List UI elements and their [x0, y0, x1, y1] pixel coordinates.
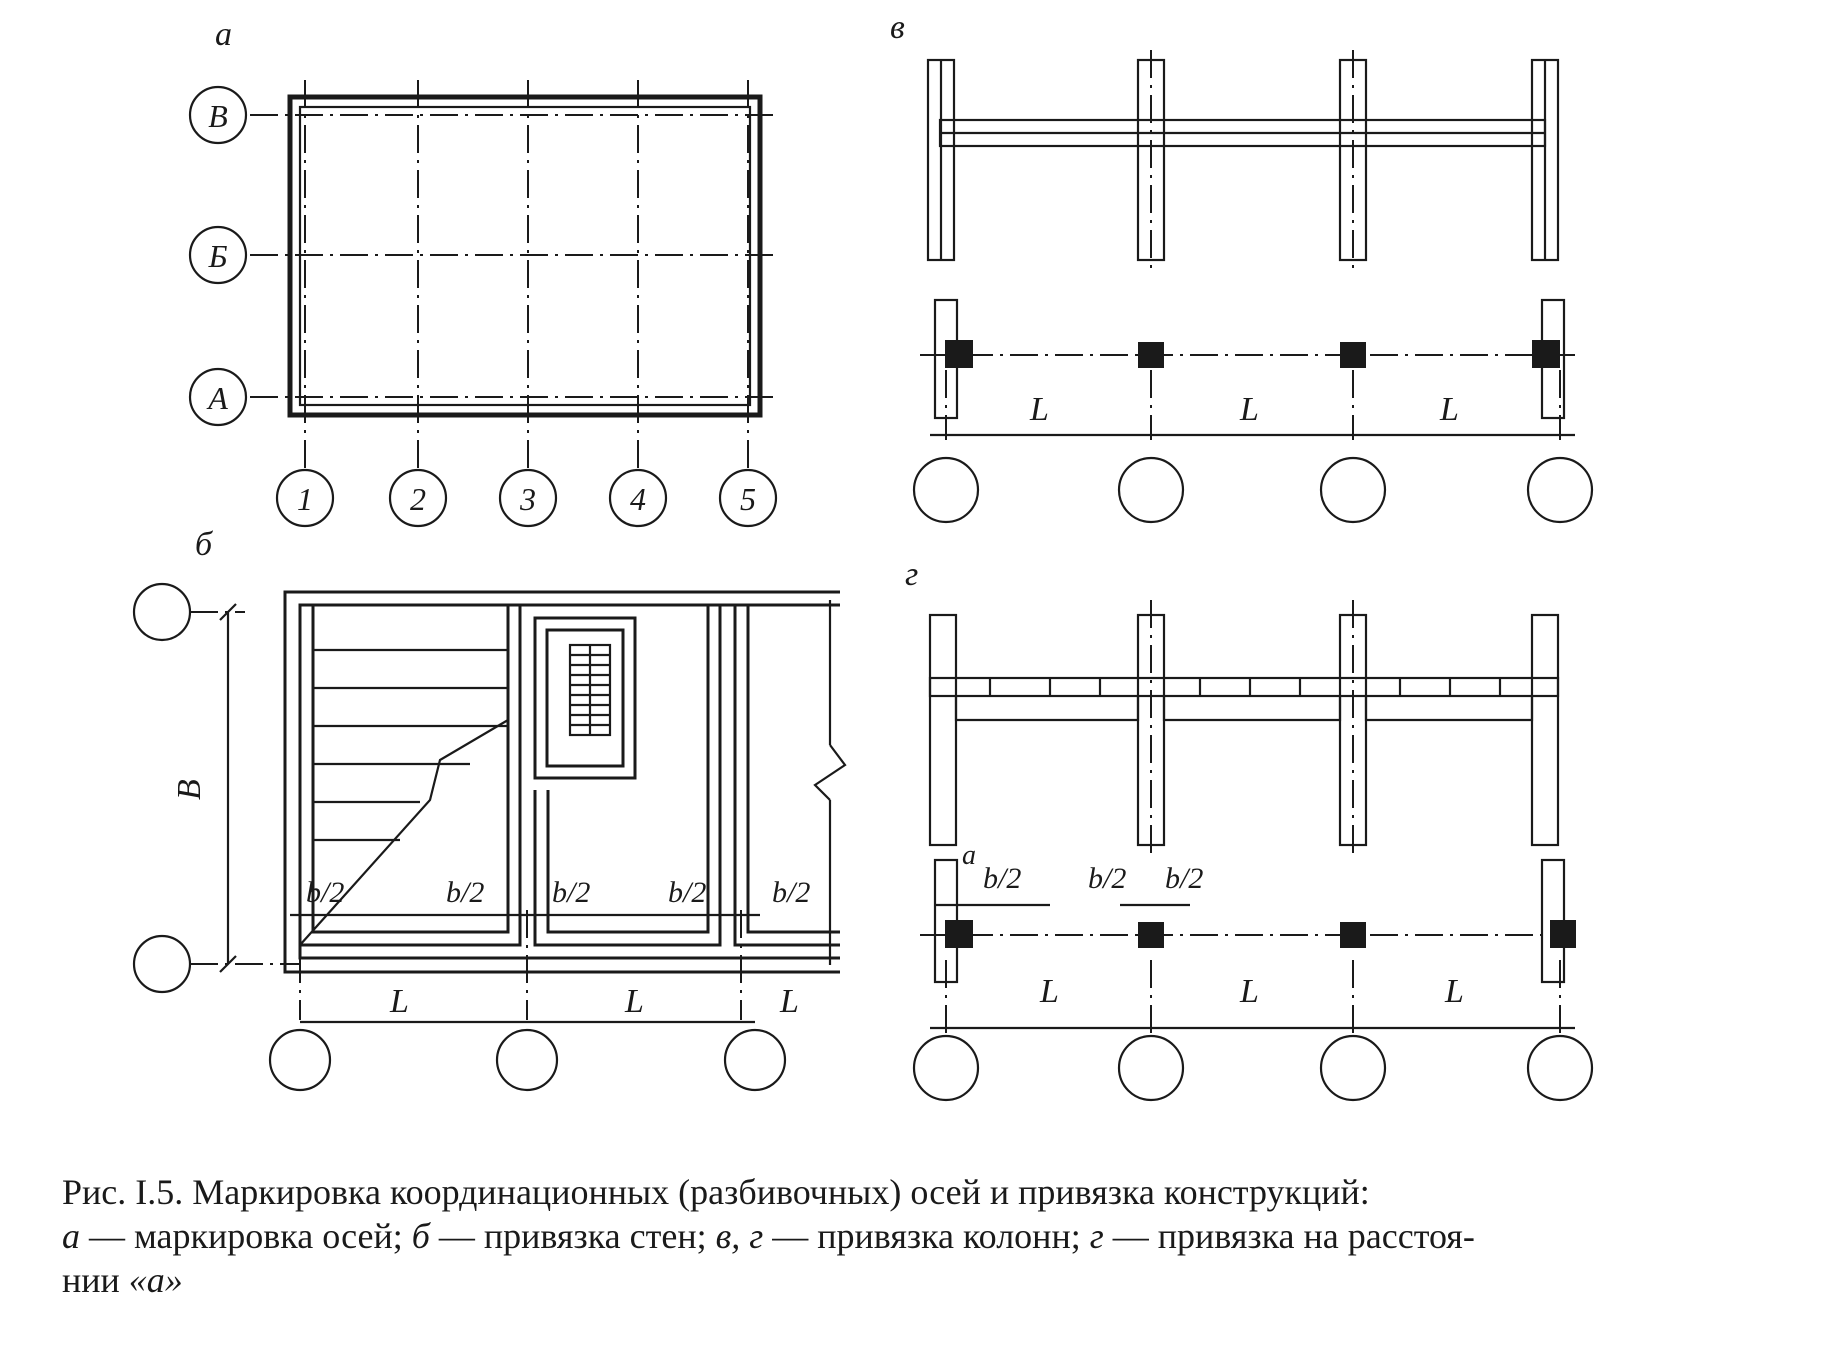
col-axis-bubble-g-1	[912, 1034, 980, 1102]
dim-tick-b-bottom	[219, 955, 237, 973]
col-dim-l-g-3: L	[1444, 973, 1464, 1010]
col-half-b-g-1: b/2	[983, 862, 1021, 895]
panel-label-b: б	[195, 526, 214, 563]
axis-bubble-v	[188, 85, 248, 145]
caption-line-2: а — маркировка осей; б — привязка стен; …	[62, 1216, 1475, 1256]
col-dim-l-v-3: L	[1439, 391, 1459, 428]
wall-half-b-5: b/2	[772, 876, 810, 909]
break-line-zigzag	[813, 744, 847, 801]
dim-tick-b-top	[219, 603, 237, 621]
columns-elevation-v	[926, 50, 1560, 270]
col-half-b-g-2: b/2	[1088, 862, 1126, 895]
figure-caption: Рис. I.5. Маркировка координационных (ра…	[62, 1170, 1762, 1302]
wall-axis-bubble-3	[723, 1028, 787, 1092]
wall-dim-l-3: L	[779, 983, 799, 1020]
panel-a-axis-marking: а В Б А 1 2 3 4 5	[188, 16, 778, 528]
col-dim-l-g-2: L	[1239, 973, 1259, 1010]
beam-g-2	[1162, 696, 1342, 722]
room2-wall-inner	[546, 605, 710, 934]
stair-room-outer	[533, 616, 637, 780]
stair-steps	[568, 643, 612, 737]
room3-wall-inner	[746, 605, 840, 934]
wall-axis-bubble-bottom	[132, 934, 192, 994]
axis-letter-b: Б	[208, 238, 228, 274]
col-axis-bubble-v-3	[1319, 456, 1387, 524]
col-axis-bubble-g-2	[1117, 1034, 1185, 1102]
axis-number-1: 1	[297, 481, 313, 517]
axis-number-5: 5	[740, 481, 756, 517]
panel-label-a: а	[215, 16, 232, 53]
room2-wall	[533, 605, 722, 947]
wall-dim-l-1: L	[389, 983, 409, 1020]
axis-number-3: 3	[519, 481, 536, 517]
slab-g	[928, 676, 1560, 698]
wall-half-b-3: b/2	[552, 876, 590, 909]
axis-bubble-4	[608, 468, 668, 528]
caption-line-3: нии «а»	[62, 1260, 183, 1300]
col-dim-a: a	[962, 840, 976, 871]
col-axis-bubble-v-2	[1117, 456, 1185, 524]
axis-bubble-2	[388, 468, 448, 528]
slab-panels-g	[988, 678, 1502, 696]
col-dim-l-g-1: L	[1039, 973, 1059, 1010]
panel-v-column-binding: в L L L	[890, 9, 1594, 524]
beam-g-3	[1364, 696, 1534, 722]
col-half-b-g-3: b/2	[1165, 862, 1203, 895]
columns-plan-g	[920, 858, 1576, 1035]
wall-dim-l-2: L	[624, 983, 644, 1020]
wall-half-b-4: b/2	[668, 876, 706, 909]
dim-label-b: B	[171, 779, 208, 800]
wall-axis-bubble-2	[495, 1028, 559, 1092]
axis-letter-a: А	[206, 380, 228, 416]
wall-half-b-2: b/2	[446, 876, 484, 909]
axis-bubble-1	[275, 468, 335, 528]
axis-number-2: 2	[410, 481, 426, 517]
outer-wall-outer	[283, 590, 840, 974]
axis-bubble-a	[188, 367, 248, 427]
columns-elevation-g	[928, 600, 1560, 860]
col-dim-l-v-2: L	[1239, 391, 1259, 428]
outer-wall-inner	[298, 603, 840, 960]
col-axis-bubble-g-3	[1319, 1034, 1387, 1102]
columns-plan-v	[920, 298, 1575, 440]
axis-letter-v: В	[208, 98, 228, 134]
room1-wall-b	[311, 605, 510, 934]
wall-axis-bubble-top	[132, 582, 192, 642]
col-dim-l-v-1: L	[1029, 391, 1049, 428]
panel-g-column-binding-offset: г	[905, 556, 1594, 1102]
wall-axis-bubble-1	[268, 1028, 332, 1092]
caption-line-1: Рис. I.5. Маркировка координационных (ра…	[62, 1172, 1370, 1212]
section-break	[299, 719, 509, 946]
wall-half-b-1: b/2	[306, 876, 344, 909]
axis-bubble-b	[188, 225, 248, 285]
panel-label-v: в	[890, 9, 905, 46]
axis-bubble-5	[718, 468, 778, 528]
col-axis-bubble-g-4	[1526, 1034, 1594, 1102]
room1-wall-a	[300, 605, 522, 947]
col-axis-bubble-v-1	[912, 456, 980, 524]
room3-wall	[733, 605, 840, 947]
panel-label-g: г	[905, 556, 918, 593]
axis-number-4: 4	[630, 481, 646, 517]
col-axis-bubble-v-4	[1526, 456, 1594, 524]
panel-b-wall-binding: б B	[132, 526, 847, 1092]
axis-bubble-3	[498, 468, 558, 528]
beam-g-1	[954, 696, 1140, 722]
stair-room-inner	[545, 628, 625, 768]
